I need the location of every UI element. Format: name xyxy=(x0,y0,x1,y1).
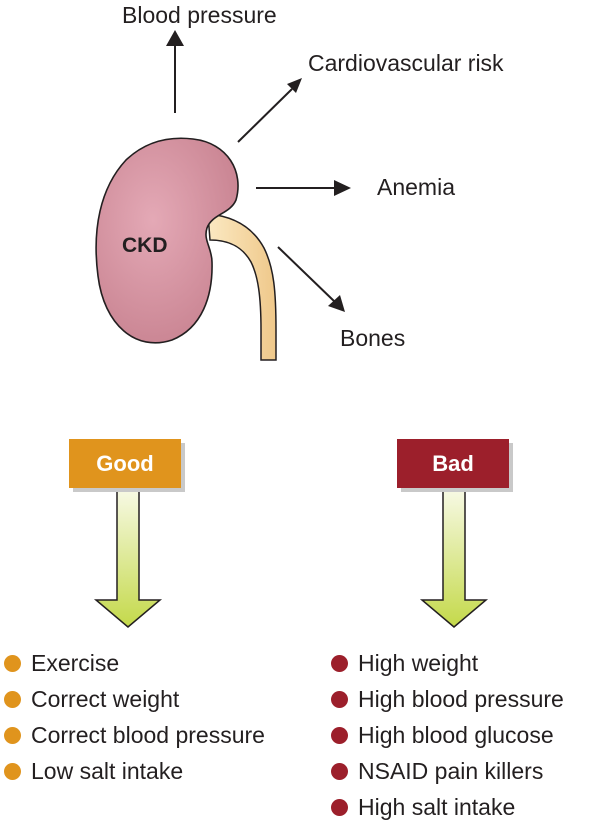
list-item-label: High blood glucose xyxy=(358,721,554,748)
bullet-dot-icon xyxy=(331,798,348,816)
list-item-label: Correct weight xyxy=(31,685,180,712)
list-item: Correct weight xyxy=(4,681,265,717)
effect-label-bones: Bones xyxy=(340,325,406,351)
good-list: Exercise Correct weight Correct blood pr… xyxy=(4,645,265,789)
arrow-cardiovascular xyxy=(237,88,293,143)
bad-list: High weight High blood pressure High blo… xyxy=(331,645,564,825)
list-item: NSAID pain killers xyxy=(331,753,564,789)
bullet-dot-icon xyxy=(331,762,348,780)
bad-title: Bad xyxy=(432,450,474,476)
arrowhead-cardiovascular xyxy=(287,78,302,93)
list-item-label: High blood pressure xyxy=(358,685,564,712)
list-item-label: Exercise xyxy=(31,649,120,676)
ckd-label: CKD xyxy=(122,234,168,257)
good-box: Good xyxy=(69,439,181,488)
list-item-label: Low salt intake xyxy=(31,757,184,784)
arrow-bones xyxy=(277,246,336,303)
bullet-dot-icon xyxy=(4,726,21,744)
effect-label-anemia: Anemia xyxy=(377,174,455,200)
list-item: High blood pressure xyxy=(331,681,564,717)
list-item: Exercise xyxy=(4,645,265,681)
bad-down-arrow xyxy=(419,489,489,628)
ureter-shape xyxy=(207,213,277,361)
bullet-dot-icon xyxy=(4,654,21,672)
bullet-dot-icon xyxy=(331,654,348,672)
effect-label-cardiovascular-risk: Cardiovascular risk xyxy=(308,50,504,76)
list-item-label: High weight xyxy=(358,649,479,676)
list-item-label: High salt intake xyxy=(358,793,516,820)
list-item: High weight xyxy=(331,645,564,681)
arrowhead-bones xyxy=(328,295,345,312)
list-item: High salt intake xyxy=(331,789,564,825)
bad-box: Bad xyxy=(397,439,509,488)
arrowhead-up xyxy=(166,30,184,46)
bullet-dot-icon xyxy=(331,690,348,708)
bullet-dot-icon xyxy=(4,762,21,780)
list-item: Low salt intake xyxy=(4,753,265,789)
good-title: Good xyxy=(96,450,154,476)
list-item: High blood glucose xyxy=(331,717,564,753)
list-item: Correct blood pressure xyxy=(4,717,265,753)
bullet-dot-icon xyxy=(331,726,348,744)
bullet-dot-icon xyxy=(4,690,21,708)
list-item-label: NSAID pain killers xyxy=(358,757,544,784)
list-item-label: Correct blood pressure xyxy=(31,721,265,748)
effect-label-blood-pressure: Blood pressure xyxy=(122,2,277,28)
good-down-arrow xyxy=(93,489,163,628)
arrowhead-anemia xyxy=(334,180,351,196)
kidney-shape xyxy=(95,137,239,344)
